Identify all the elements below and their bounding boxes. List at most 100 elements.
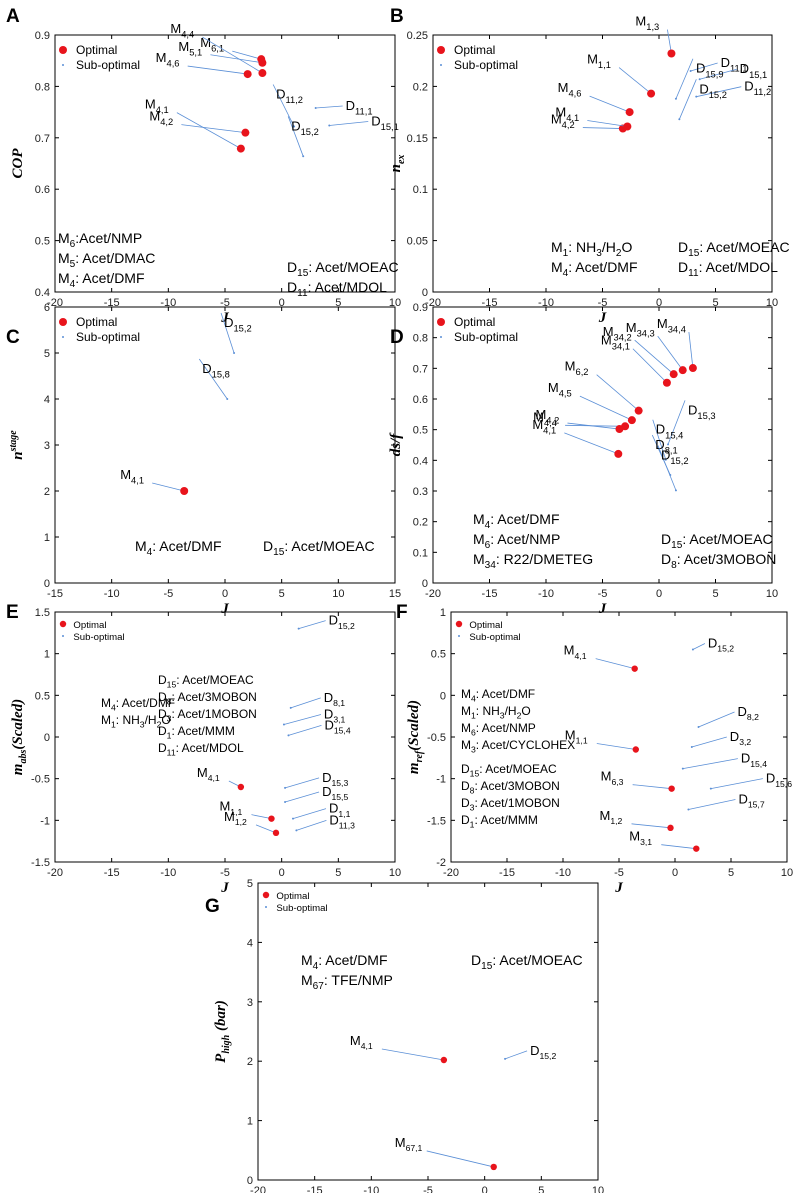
legend-note: M34: R22/DMETEG (473, 551, 593, 571)
suboptimal-point-label: D3,2 (730, 729, 752, 747)
optimal-point-label: M1,1 (587, 52, 611, 71)
optimal-point-label: M4,2 (149, 109, 173, 128)
suboptimal-point-label: D3,1 (324, 707, 346, 725)
optimal-point (625, 108, 634, 117)
optimal-point-label: M4,1 (564, 643, 587, 661)
x-axis-label: J (614, 880, 623, 896)
leader-line (652, 419, 667, 460)
optimal-point (688, 364, 697, 373)
suboptimal-point-label: D8,1 (324, 690, 346, 708)
legend-optimal-marker (59, 46, 67, 54)
optimal-point (632, 746, 639, 753)
suboptimal-point-label: D15,1 (371, 113, 399, 132)
suboptimal-point (282, 723, 285, 726)
optimal-point-label: M6,1 (200, 35, 224, 54)
x-tick-label: -10 (538, 588, 554, 600)
suboptimal-point (314, 106, 317, 109)
y-tick-label: 5 (247, 878, 253, 890)
y-tick-label: 0.25 (407, 30, 428, 42)
legend-note: D15: Acet/MOEAC (678, 239, 790, 259)
optimal-point (634, 406, 643, 415)
suboptimal-point-label: D11,1 (721, 55, 748, 74)
leader-line (504, 1050, 528, 1060)
suboptimal-point-label: D8,1 (655, 437, 677, 456)
y-tick-label: 0.9 (413, 302, 428, 314)
legend-note: D8: Acet/3MOBON (158, 690, 257, 707)
y-axis-label: Phigh (bar) (213, 1000, 232, 1063)
y-tick-label: 1 (44, 532, 50, 544)
x-tick-label: -10 (555, 867, 571, 879)
x-tick-label: 10 (766, 297, 778, 309)
optimal-point (236, 144, 245, 153)
optimal-point (662, 378, 671, 387)
leader-line (634, 339, 674, 375)
optimal-point-label: M4,5 (548, 380, 572, 399)
legend-suboptimal-label: Sub-optimal (73, 632, 124, 643)
x-tick-label: 10 (389, 297, 401, 309)
x-tick-label: -10 (160, 867, 176, 879)
leader-line (682, 758, 738, 770)
legend-note: M3: Acet/CYCLOHEX (461, 738, 575, 755)
y-tick-label: 0.8 (413, 333, 428, 345)
x-tick-label: -15 (482, 588, 498, 600)
y-tick-label: -1 (40, 815, 50, 827)
y-tick-label: -2 (436, 857, 446, 869)
legend-note: D15: Acet/MOEAC (158, 673, 254, 690)
y-tick-label: 0.5 (413, 425, 428, 437)
optimal-point (667, 49, 676, 58)
leader-line (288, 724, 322, 736)
legend-optimal-marker (59, 620, 67, 628)
leader-line (696, 86, 742, 98)
y-tick-label: -0.5 (31, 774, 50, 786)
optimal-point-label: M4,1 (532, 417, 556, 436)
optimal-point-label: M4,2 (551, 112, 575, 131)
suboptimal-point-label: D15,8 (202, 361, 230, 380)
leader-line (210, 54, 263, 64)
suboptimal-point (293, 125, 296, 128)
legend-suboptimal-label: Sub-optimal (76, 58, 140, 72)
legend-suboptimal-label: Sub-optimal (276, 903, 327, 914)
leader-line (232, 50, 262, 60)
leader-line (688, 331, 694, 369)
legend-suboptimal-marker (458, 635, 460, 637)
optimal-point (180, 487, 189, 495)
legend-optimal-label: Optimal (76, 43, 117, 57)
optimal-point (647, 89, 656, 98)
optimal-point-label: M67,1 (395, 1135, 423, 1153)
panel-label: B (390, 6, 404, 27)
leader-line (181, 124, 246, 134)
leader-line (596, 374, 639, 411)
optimal-point (272, 829, 280, 837)
leader-line (710, 778, 763, 790)
y-tick-label: 1 (440, 607, 446, 619)
optimal-point (678, 366, 687, 375)
optimal-point-label: M34,3 (626, 320, 655, 339)
legend-optimal-marker (437, 318, 445, 326)
leader-line (187, 65, 248, 75)
legend-note: D15: Acet/MOEAC (461, 762, 557, 779)
leader-line (690, 62, 718, 72)
legend-optimal-label: Optimal (276, 891, 309, 902)
leader-line (698, 711, 735, 728)
suboptimal-point-label: D15,2 (291, 118, 319, 137)
y-tick-label: 2 (44, 486, 50, 498)
suboptimal-point-label: D15,2 (708, 636, 734, 654)
legend-optimal-marker (59, 318, 67, 326)
optimal-point-label: M6,3 (601, 769, 624, 787)
x-tick-label: 5 (712, 297, 718, 309)
leader-line (595, 658, 635, 670)
optimal-point (490, 1163, 497, 1171)
legend-note: D1: Acet/MMM (461, 813, 538, 830)
x-tick-label: 10 (766, 588, 778, 600)
suboptimal-point (289, 706, 292, 709)
optimal-point-label: M1,2 (224, 809, 247, 827)
suboptimal-point-label: D15,2 (530, 1043, 556, 1061)
leader-line (564, 432, 619, 455)
optimal-point-label: M1,1 (219, 799, 242, 817)
optimal-point-label: M4,4 (170, 21, 194, 40)
leader-line (657, 445, 677, 491)
x-tick-label: 10 (781, 867, 793, 879)
suboptimal-point-label: D15,2 (661, 447, 689, 466)
optimal-point-label: M4,4 (533, 409, 557, 428)
y-tick-label: 0 (247, 1175, 253, 1187)
